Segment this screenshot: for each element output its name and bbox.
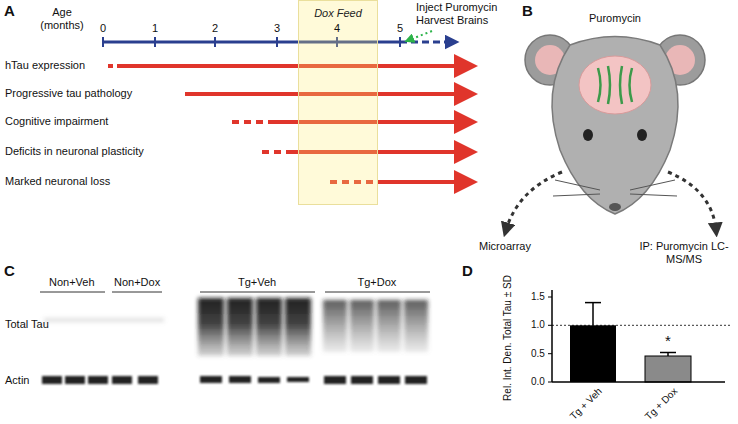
row-label: hTau expression: [5, 59, 85, 72]
panel-letter: B: [522, 2, 533, 20]
category-label: Tg + Veh: [568, 386, 605, 423]
node-text: Dox Feed: [299, 1, 377, 19]
timeline-axis: [103, 37, 452, 47]
axis-tick: 0: [100, 22, 106, 35]
row-label: Deficits in neuronal plasticity: [5, 145, 144, 158]
significance-mark: *: [665, 332, 671, 350]
axis-tick: 1: [152, 22, 158, 35]
axis-tick: 0.0: [531, 376, 545, 388]
lane-label: Tg+Veh: [238, 276, 276, 289]
annotation: Inject Puromycin Harvest Brains: [416, 1, 512, 27]
axis-tick: 5: [397, 22, 403, 35]
axis-tick: 1.0: [531, 319, 545, 331]
axis-tick: 4: [334, 22, 340, 35]
group-lines: [40, 292, 430, 293]
method-label: Microarray: [479, 240, 531, 253]
row-label: Progressive tau pathology: [5, 87, 132, 100]
axis-tick: 0.5: [531, 348, 545, 360]
blot-label: Actin: [5, 374, 29, 387]
category-label: Tg + Dox: [642, 385, 679, 422]
lane-label: Non+Dox: [114, 276, 160, 289]
actin-blot: [42, 376, 427, 384]
panel-letter: A: [4, 2, 15, 20]
inject-arrow: [409, 31, 432, 40]
axis-title: Rel. Int. Den. Total Tau ± SD: [502, 275, 514, 401]
bar-chart: [548, 290, 730, 382]
row-label: Marked neuronal loss: [5, 175, 110, 188]
split-arrow: [506, 172, 562, 230]
mouse-illustration: [525, 35, 705, 214]
axis-tick: 3: [274, 22, 280, 35]
lane-label: Non+Veh: [49, 276, 95, 289]
lane-label: Tg+Dox: [358, 276, 397, 289]
progression-arrows: [108, 66, 466, 182]
panel-letter: C: [4, 262, 15, 280]
axis-tick: 1.5: [531, 291, 545, 303]
axis-title: Age (months): [33, 6, 91, 32]
row-label: Cognitive impairment: [5, 115, 108, 128]
method-label: IP: Puromycin LC-MS/MS: [638, 240, 730, 266]
injection-label: Puromycin: [589, 12, 641, 25]
blot-label: Total Tau: [5, 318, 49, 331]
split-arrow: [668, 172, 716, 230]
panel-letter: D: [462, 262, 473, 280]
axis-tick: 2: [212, 22, 218, 35]
tau-blot: [44, 298, 428, 356]
